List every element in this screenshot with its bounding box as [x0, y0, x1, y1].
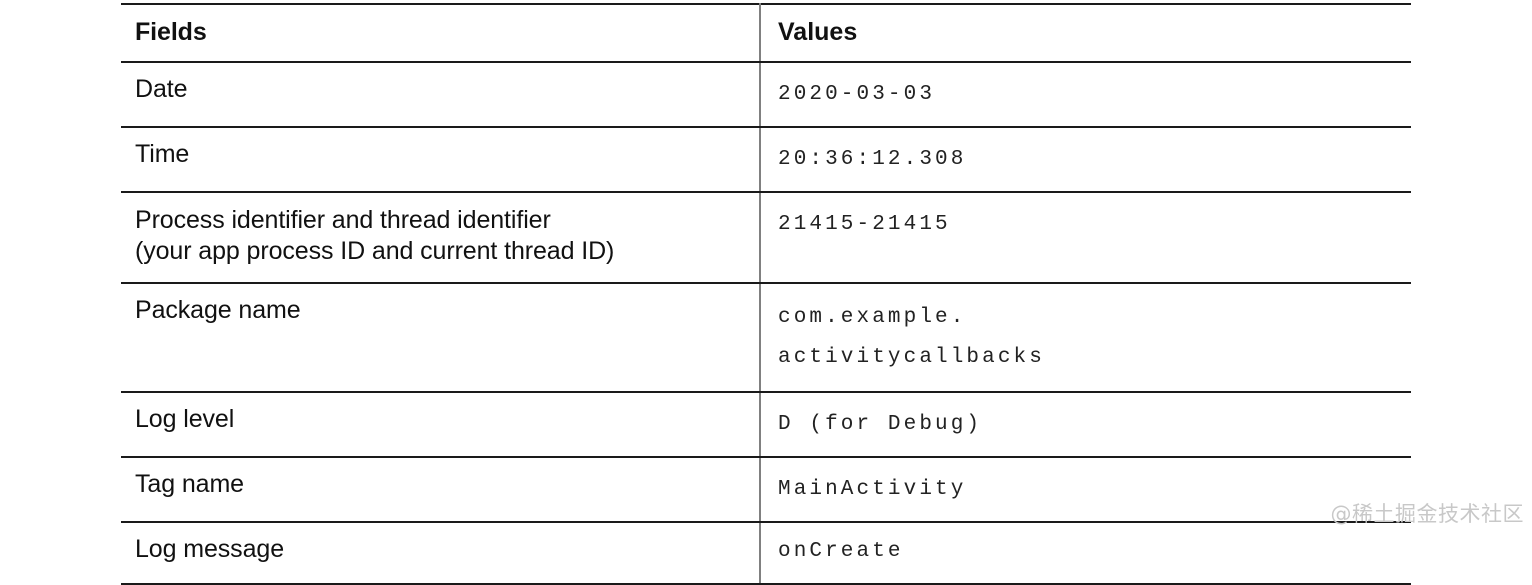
page-canvas: Fields Values Date 2020-03-03 Time: [121, 3, 1524, 585]
header-label-fields: Fields: [135, 18, 207, 46]
table-row: Package name com.example. activitycallba…: [121, 282, 1411, 393]
table-row: Date 2020-03-03: [121, 61, 1411, 128]
value-text-log-level: D (for Debug): [778, 413, 983, 436]
logcat-fields-table: Fields Values Date 2020-03-03 Time: [121, 3, 1411, 585]
field-cell-tag-name: Tag name: [121, 456, 761, 523]
table-row: Log level D (for Debug): [121, 391, 1411, 458]
field-cell-process-thread-id: Process identifier and thread identifier…: [121, 191, 761, 284]
field-cell-log-message: Log message: [121, 521, 761, 585]
value-text-tag-name: MainActivity: [778, 478, 967, 501]
table-row: Tag name MainActivity: [121, 456, 1411, 523]
value-cell-log-message: onCreate: [760, 521, 1411, 585]
field-label-tag-name: Tag name: [135, 470, 244, 498]
field-cell-date: Date: [121, 61, 761, 128]
value-text-date: 2020-03-03: [778, 83, 936, 106]
value-cell-package-name: com.example. activitycallbacks: [760, 282, 1411, 393]
table-row: Time 20:36:12.308: [121, 126, 1411, 193]
field-label-time: Time: [135, 140, 190, 168]
header-cell-fields: Fields: [121, 3, 761, 63]
watermark-text: @稀土掘金技术社区: [1330, 502, 1524, 526]
value-text-log-message: onCreate: [778, 540, 904, 563]
value-text-package-name: com.example. activitycallbacks: [778, 306, 1045, 369]
value-cell-date: 2020-03-03: [760, 61, 1411, 128]
field-cell-time: Time: [121, 126, 761, 193]
value-text-process-thread-id: 21415-21415: [778, 213, 951, 236]
header-label-values: Values: [778, 18, 858, 46]
value-cell-time: 20:36:12.308: [760, 126, 1411, 193]
table-row: Log message onCreate: [121, 521, 1411, 585]
table-body: Fields Values Date 2020-03-03 Time: [121, 3, 1411, 585]
table-row: Process identifier and thread identifier…: [121, 191, 1411, 284]
value-cell-process-thread-id: 21415-21415: [760, 191, 1411, 284]
field-label-package-name: Package name: [135, 296, 301, 324]
field-cell-log-level: Log level: [121, 391, 761, 458]
field-cell-package-name: Package name: [121, 282, 761, 393]
field-label-log-message: Log message: [135, 535, 284, 563]
table-header-row: Fields Values: [121, 3, 1411, 63]
field-label-log-level: Log level: [135, 405, 235, 433]
value-text-time: 20:36:12.308: [778, 148, 967, 171]
header-cell-values: Values: [760, 3, 1411, 63]
value-cell-tag-name: MainActivity: [760, 456, 1411, 523]
value-cell-log-level: D (for Debug): [760, 391, 1411, 458]
field-label-process-thread-id: Process identifier and thread identifier…: [135, 206, 615, 265]
field-label-date: Date: [135, 75, 188, 103]
